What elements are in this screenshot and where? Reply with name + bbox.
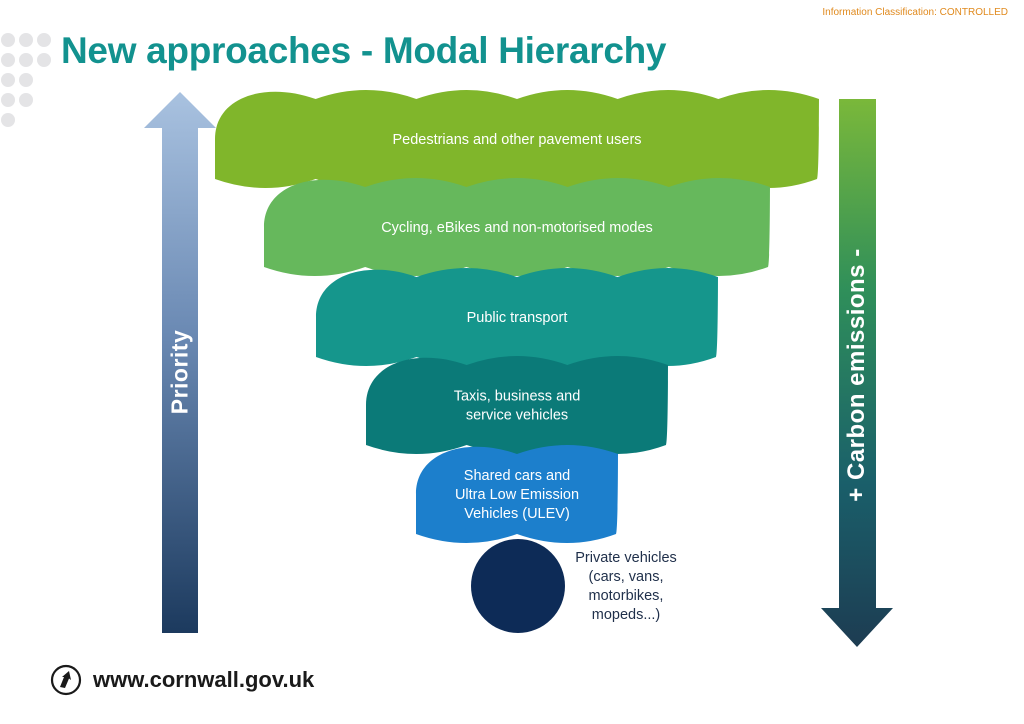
private-vehicles-line: motorbikes,: [588, 588, 664, 604]
footer: www.cornwall.gov.uk: [50, 664, 314, 696]
hierarchy-tier-label: service vehicles: [466, 408, 568, 424]
hierarchy-tier-shape: [416, 445, 618, 543]
carbon-emissions-label: + Carbon emissions -: [843, 248, 870, 502]
page-title: New approaches - Modal Hierarchy: [61, 30, 667, 71]
classification-label: Information Classification: CONTROLLED: [822, 7, 1008, 18]
private-vehicles-line: Private vehicles: [575, 550, 677, 566]
private-vehicles-line: mopeds...): [591, 607, 661, 623]
private-vehicles-line: (cars, vans,: [588, 569, 664, 585]
priority-arrow: [144, 92, 216, 633]
hierarchy-tier-label: Taxis, business and: [454, 389, 581, 405]
hierarchy-tier-shape: [316, 268, 718, 366]
hierarchy-tier-shape: [366, 356, 668, 454]
cornwall-council-logo-icon: [50, 664, 82, 696]
decorative-dot-pattern: [1, 33, 51, 127]
hierarchy-tier-shape: [264, 178, 770, 276]
hierarchy-tier-label: Public transport: [467, 310, 568, 326]
carbon-emissions-arrow: [821, 99, 893, 647]
hierarchy-tier-label: Shared cars and: [464, 468, 570, 484]
hierarchy-tier-label: Vehicles (ULEV): [464, 506, 570, 522]
hierarchy-tier-shape: [215, 90, 819, 188]
website-link[interactable]: www.cornwall.gov.uk: [93, 667, 315, 692]
private-vehicles-label: Private vehicles (cars, vans, motorbikes…: [566, 549, 686, 625]
private-vehicles-circle: [471, 539, 565, 633]
priority-label: Priority: [166, 329, 193, 415]
hierarchy-tier-label: Cycling, eBikes and non-motorised modes: [381, 220, 653, 236]
hierarchy-tier-label: Ultra Low Emission: [455, 487, 579, 503]
hierarchy-tier-label: Pedestrians and other pavement users: [392, 132, 641, 148]
hierarchy-tiers: Pedestrians and other pavement usersCycl…: [215, 90, 819, 633]
